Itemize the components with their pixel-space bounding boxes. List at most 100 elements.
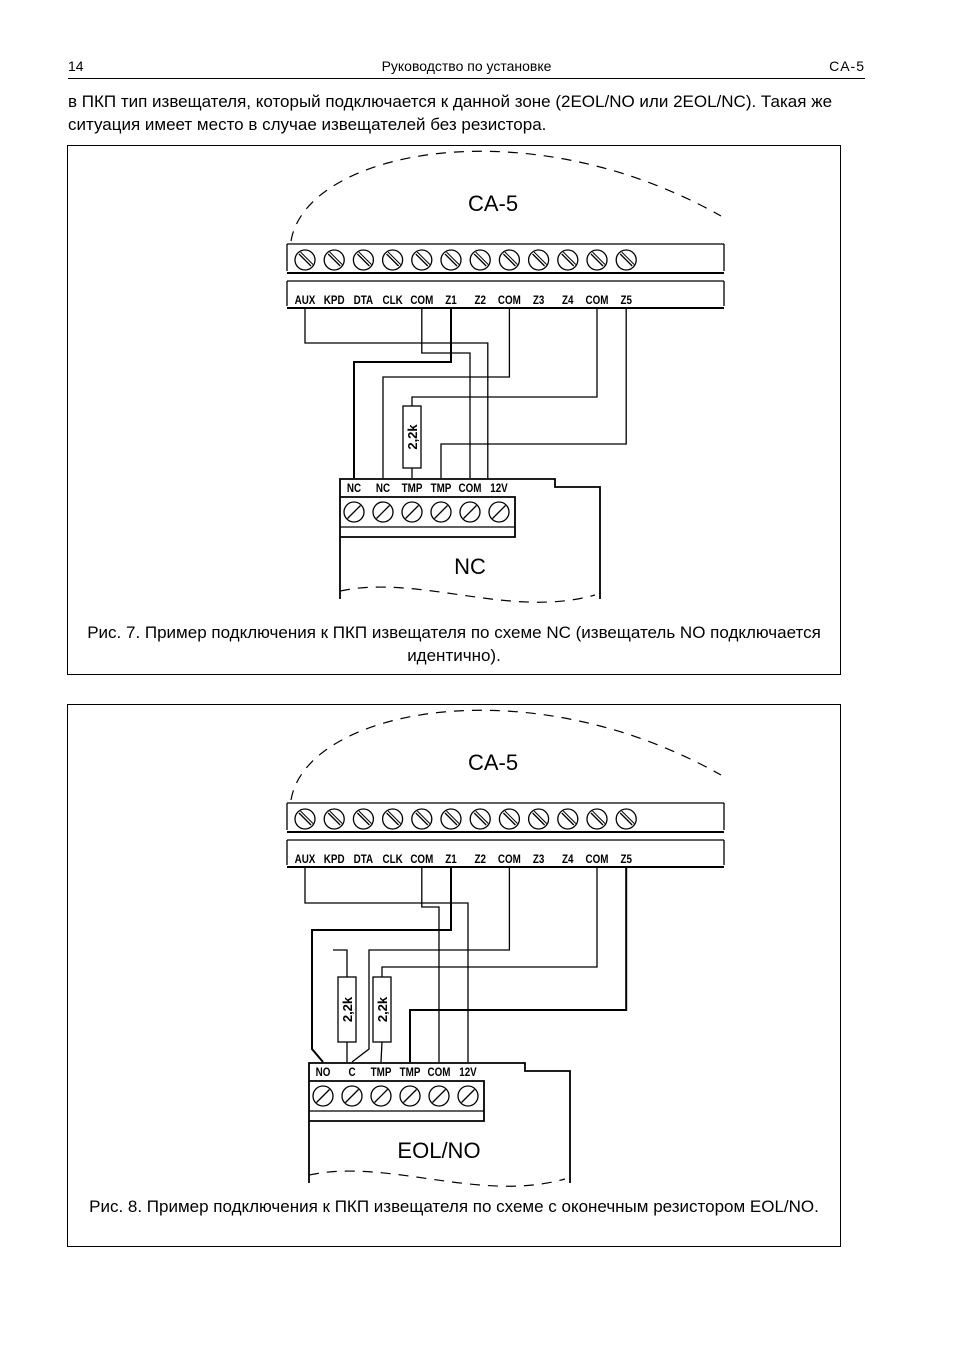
page-number: 14 [68,58,84,74]
panel-screw-terminal-slot [386,812,400,826]
panel-terminal-label: COM [586,294,609,307]
panel-screw-terminal-slot [444,812,458,826]
panel-terminal-label: CLK [382,853,402,866]
detector-outline-dashed [308,1170,566,1187]
detector-terminal-label: TMP [402,482,423,495]
panel-screw-terminal-slot [504,251,518,265]
panel-screw-terminal-slot [562,810,577,824]
panel-terminal-label: AUX [295,853,316,866]
panel-screw-terminal-slot [621,251,635,265]
panel-terminal-label: COM [410,294,433,307]
wire-resistor1 [333,949,348,977]
panel-screw-terminal-slot [358,251,372,265]
detector-label: EOL/NO [397,1138,480,1163]
intro-paragraph: в ПКП тип извещателя, который подключает… [68,92,833,134]
panel-screw-terminal-slot [532,253,546,267]
detector-terminal-label: NO [316,1066,331,1079]
page-header: 14 Руководство по установке CA-5 [68,56,865,79]
wire-resistor2 [380,1041,383,1063]
detector-screw-terminal-slot [403,1089,417,1103]
panel-terminal-label: KPD [324,294,345,307]
wire-z1 [311,868,452,1063]
panel-screw-terminal-slot [415,253,429,267]
detector-screw-terminal-slot [432,1089,446,1103]
panel-screw-terminal-slot [386,253,400,267]
panel-label: CA-5 [468,750,518,775]
panel-terminal-label: AUX [295,294,316,307]
panel-terminal-label: Z5 [620,294,631,307]
panel-screw-terminal-slot [356,812,370,826]
panel-terminal-label: Z4 [562,853,574,866]
panel-terminal-label: DTA [354,853,374,866]
panel-outline-dashed [290,709,722,801]
panel-screw-terminal-slot [300,810,314,824]
resistor-value: 2,2k [340,996,355,1022]
detector-screw-terminal-slot [405,505,419,519]
figure-caption: Рис. 8. Пример подключения к ПКП извещат… [89,1197,819,1216]
panel-terminal-label: Z5 [620,853,631,866]
panel-screw-terminal-slot [298,812,312,826]
panel-terminal-label: CLK [382,294,402,307]
panel-screw-terminal-slot [475,810,489,824]
panel-screw-terminal-slot [561,253,575,267]
panel-terminal-label: COM [498,294,521,307]
detector-outline [308,1062,571,1183]
panel-screw-terminal-slot [504,810,518,824]
detector-screw-terminal-slot [376,505,390,519]
panel-screw-terminal-slot [619,253,633,267]
panel-screw-terminal-slot [562,251,577,265]
panel-screw-terminal-slot [444,253,458,267]
panel-screw-terminal-slot [416,810,431,824]
panel-terminal-label: Z2 [474,853,485,866]
panel-screw-terminal-slot [473,812,487,826]
panel-screw-terminal-slot [387,810,401,824]
detector-screw-terminal-slot [434,505,448,519]
wire-aux [304,309,489,478]
panel-terminal-label: DTA [354,294,374,307]
panel-screw-terminal-slot [533,251,547,265]
detector-outline-dashed [339,586,596,603]
wire-z5 [409,868,628,1062]
panel-screw-terminal-slot [592,251,606,265]
panel-screw-terminal-slot [329,810,343,824]
panel-screw-terminal-slot [473,253,487,267]
detector-screw-terminal-slot [463,505,477,519]
wire-com2 [382,309,511,478]
wire-com [421,309,471,478]
panel-screw-terminal-slot [415,812,429,826]
detector-screw-terminal-slot [347,505,361,519]
wire-com [421,868,440,1062]
panel-screw-terminal-slot [327,253,341,267]
panel-screw-terminal-slot [532,812,546,826]
detector-terminal-label: TMP [400,1066,421,1079]
panel-screw-terminal-slot [621,810,635,824]
panel-screw-terminal-slot [356,253,370,267]
panel-screw-terminal-slot [533,810,547,824]
panel-screw-terminal-slot [446,251,460,265]
panel-screw-terminal-slot [561,812,575,826]
detector-terminal-label: TMP [371,1066,392,1079]
detector-terminal-label: 12V [490,482,508,495]
panel-terminal-label: COM [410,853,433,866]
panel-terminal-label: KPD [324,853,345,866]
detector-screw-terminal-slot [461,1089,475,1103]
panel-terminal-label: Z3 [533,853,544,866]
header-title: Руководство по установке [381,58,552,74]
wire-com3 [411,309,598,406]
wire-com3 [381,868,598,977]
panel-screw-terminal-slot [329,251,343,265]
detector-label: NC [454,554,486,579]
panel-screw-terminal-slot [416,251,431,265]
detector-outline [339,478,601,599]
panel-screw-terminal-slot [502,812,516,826]
panel-screw-terminal-slot [327,812,341,826]
panel-screw-terminal-slot [387,251,401,265]
wire-aux [304,868,469,1062]
detector-terminal-label: COM [428,1066,451,1079]
detector-screw-terminal-slot [316,1089,330,1103]
wire-com2 [351,868,511,1063]
